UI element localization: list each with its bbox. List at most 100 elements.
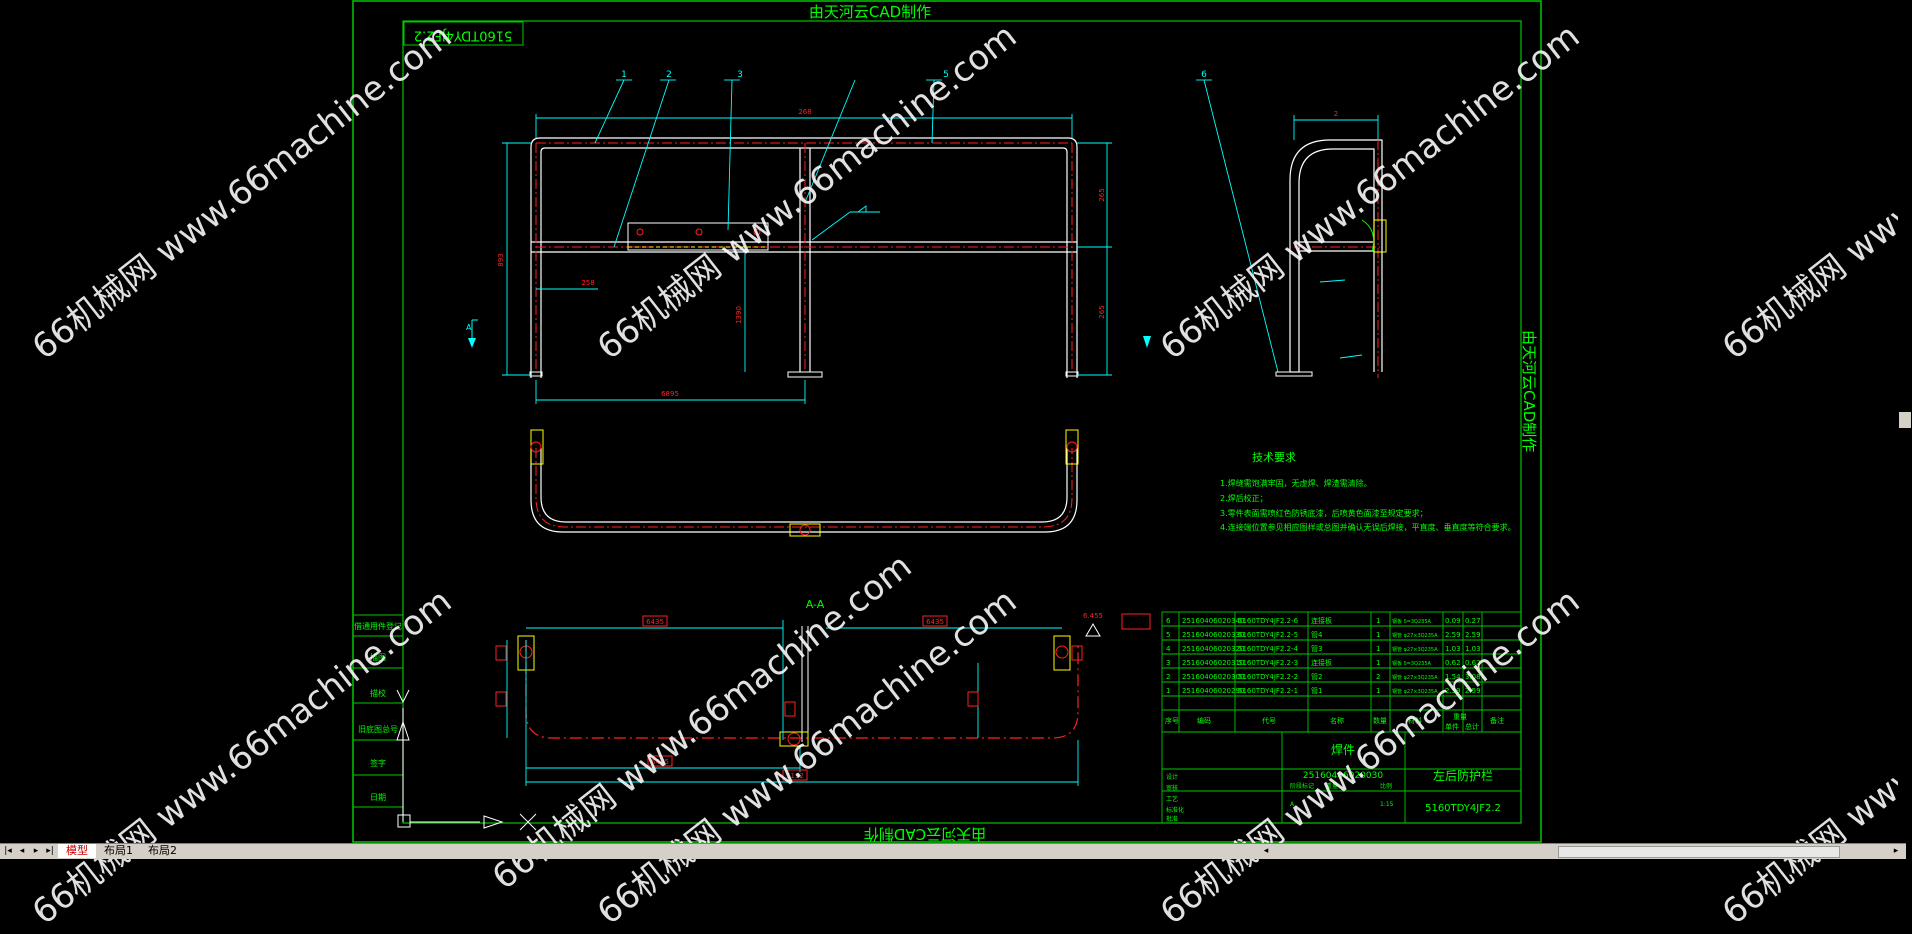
front-view-centerlines (535, 142, 1073, 372)
plan-hole-center (799, 524, 811, 536)
bom-sig-label: 工艺 (1166, 795, 1178, 803)
bom-cell: 0.27 (1465, 617, 1481, 625)
technical-requirements: 技术要求 1.焊缝需饱满牢固，无虚焊、焊渣需清除。 2.焊后校正； 3.零件表面… (1220, 451, 1516, 532)
balloon-6: 6 (1201, 70, 1207, 80)
dim-label: 265 (1098, 305, 1106, 318)
scroll-right-icon[interactable]: ▸ (1893, 846, 1899, 856)
datum-triangle (1085, 623, 1101, 637)
plate-hole (636, 228, 644, 236)
side-view-centerlines (1294, 140, 1380, 378)
bom-welding-label: 焊件 (1331, 742, 1355, 757)
drawing-number-rotated: 5160TDY4JF2.2 (414, 28, 513, 43)
sheet-title-top: 由天河云CAD制作 (809, 3, 931, 21)
bom-cell: 1 (1376, 645, 1380, 653)
section-arrow-a: A (466, 319, 478, 348)
bom-cell: 5160TDY4JF2.2-1 (1238, 687, 1298, 695)
side-connection-plate (1373, 219, 1387, 253)
bom-cell: 4 (1166, 645, 1171, 653)
bom-cell: 钢板 δ=3Q235A (1392, 618, 1431, 625)
balloon-3: 3 (737, 70, 743, 80)
vertical-scrollbar-thumb[interactable] (1899, 412, 1911, 428)
side-foot-plate (1275, 371, 1313, 377)
ucs-icon (396, 689, 537, 831)
dim-label-boxes (495, 613, 1151, 781)
tab-layout2[interactable]: 布局2 (148, 844, 177, 857)
bom-cell: 连接板 (1311, 658, 1332, 667)
bom-cell: 钢管 φ27×3Q235A (1392, 646, 1438, 653)
bill-of-materials[interactable]: 6 25160406020340 5160TDY4JF2.2-6 连接板 1 钢… (1161, 611, 1522, 824)
bom-header-cell: 总计 (1465, 722, 1479, 731)
tech-item: 3.零件表面需喷红色防锈底漆，后喷黄色面漆至规定要求； (1220, 508, 1428, 518)
bom-cell: 1.03 (1445, 645, 1461, 653)
prev-tab-icon[interactable]: ◂ (19, 846, 25, 856)
section-bracket-center (779, 731, 809, 747)
revision-label: 描图 (370, 652, 386, 662)
inner-sheet-border (402, 20, 1522, 824)
bom-scale-value: 1:15 (1380, 801, 1394, 808)
balloon-leaders (594, 79, 1279, 373)
bom-cell: 1.03 (1465, 645, 1481, 653)
plan-centerline (535, 448, 1073, 528)
front-foot-plate (787, 371, 823, 378)
bom-sig-label: 标准化 (1166, 806, 1184, 814)
bom-scale-header: 阶段标记 (1290, 782, 1314, 790)
bom-scale-header: 重量 (1326, 782, 1338, 790)
bom-cell: 钢管 φ27×3Q235A (1392, 688, 1438, 695)
plate-hole (753, 228, 761, 236)
dim-label: 268 (798, 108, 811, 116)
front-foot-left (529, 371, 543, 377)
connection-plate (627, 222, 769, 251)
tech-item: 1.焊缝需饱满牢固，无虚焊、焊渣需清除。 (1220, 478, 1372, 488)
bom-header: 序号 编码 代号 名称 数量 材料 单件 总计 备注 重量 (1165, 713, 1504, 731)
revision-label: 旧底图总号 (358, 724, 398, 734)
bom-scale-value: A (1290, 801, 1295, 808)
plan-view[interactable] (530, 429, 1079, 537)
bom-cell: 2.59 (1465, 631, 1481, 639)
dim-label: 6895 (661, 390, 679, 398)
bom-cell: 管1 (1311, 686, 1322, 695)
front-view-dimensions (502, 114, 1112, 404)
bom-cell: 管4 (1311, 630, 1323, 639)
next-tab-icon[interactable]: ▸ (33, 846, 39, 856)
bom-weight-label: 重量 (1453, 713, 1467, 721)
section-dimensions (506, 620, 1079, 786)
horizontal-scrollbar-thumb[interactable] (1558, 846, 1840, 858)
section-view-a-a[interactable]: A-A 6435 6435 6485 5152 6.455 (495, 598, 1151, 786)
first-tab-icon[interactable]: |◂ (4, 846, 12, 856)
balloon-2: 2 (666, 70, 672, 80)
side-dim-label: 2 (1334, 110, 1338, 118)
outer-sheet-border (352, 0, 1542, 843)
front-view[interactable]: 268 258 6895 1390 265 893 265 1 2 3 5 (466, 70, 1363, 404)
revision-label: 签字 (370, 758, 386, 768)
vertical-scrollbar[interactable] (1898, 0, 1912, 843)
bom-cell: 3.08 (1465, 673, 1481, 681)
bom-cell: 钢板 δ=3Q235A (1392, 660, 1431, 667)
side-section-arrow (1143, 336, 1151, 348)
bom-header-cell: 单件 (1445, 722, 1459, 731)
drawing-number-box (403, 21, 524, 46)
side-view[interactable]: 2 (1143, 110, 1387, 378)
bom-cell: 2.59 (1445, 631, 1461, 639)
bom-cell: 1 (1376, 659, 1380, 667)
tech-item: 2.焊后校正； (1220, 493, 1268, 503)
cad-drawing-canvas[interactable]: 由天河云CAD制作 由天河云CAD制作 由天河云CAD制作 5160TDY4JF… (0, 0, 1912, 843)
balloon-1: 1 (621, 70, 627, 80)
weld-symbols (811, 205, 1363, 359)
bom-cell: 0.62 (1465, 659, 1481, 667)
dim-label: 6435 (926, 618, 944, 626)
bom-cell: 25160406020290 (1182, 687, 1244, 695)
last-tab-icon[interactable]: ▸| (46, 846, 54, 856)
bom-sig-label: 设计 (1166, 773, 1178, 781)
bom-cell: 5160TDY4JF2.2-3 (1238, 659, 1298, 667)
bom-header-cell: 编码 (1197, 716, 1211, 725)
tab-model[interactable]: 模型 (58, 844, 96, 858)
horizontal-scrollbar[interactable]: ◂ ▸ (1258, 843, 1906, 859)
tab-layout1[interactable]: 布局1 (104, 844, 133, 857)
scroll-left-icon[interactable]: ◂ (1263, 846, 1269, 856)
front-foot-right (1065, 371, 1079, 377)
bom-grid (1161, 611, 1522, 824)
bom-cell: 钢管 φ27×3Q235A (1392, 674, 1438, 681)
bom-cell: 1 (1376, 631, 1380, 639)
sheet-title-bottom: 由天河云CAD制作 (864, 825, 986, 843)
plate-hole (695, 228, 703, 236)
